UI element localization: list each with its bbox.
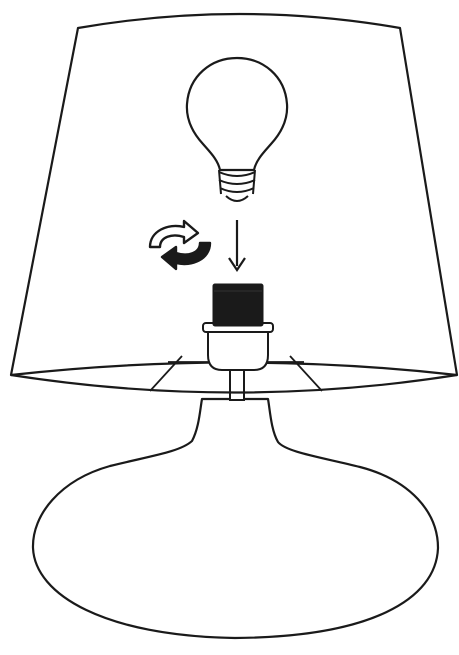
lampshade-outline: [9, 12, 459, 377]
bulb-socket-icon: [202, 283, 274, 371]
light-bulb-icon: [185, 56, 289, 202]
rotate-icon: [148, 219, 212, 271]
bulb-glass: [185, 56, 289, 172]
bulb-thread-2: [218, 179, 256, 185]
bulb-tip: [225, 195, 249, 202]
lampshade-bottom-rim: [10, 373, 458, 394]
lampshade-icon: [9, 12, 459, 394]
socket-black-body: [212, 283, 264, 327]
bulb-thread-1: [218, 171, 256, 177]
bulb-thread-3: [219, 187, 255, 193]
lamp-base-icon: [31, 397, 440, 640]
down-arrow-icon: [228, 220, 246, 272]
lamp-base-body: [31, 397, 440, 640]
socket-cup: [207, 329, 269, 371]
